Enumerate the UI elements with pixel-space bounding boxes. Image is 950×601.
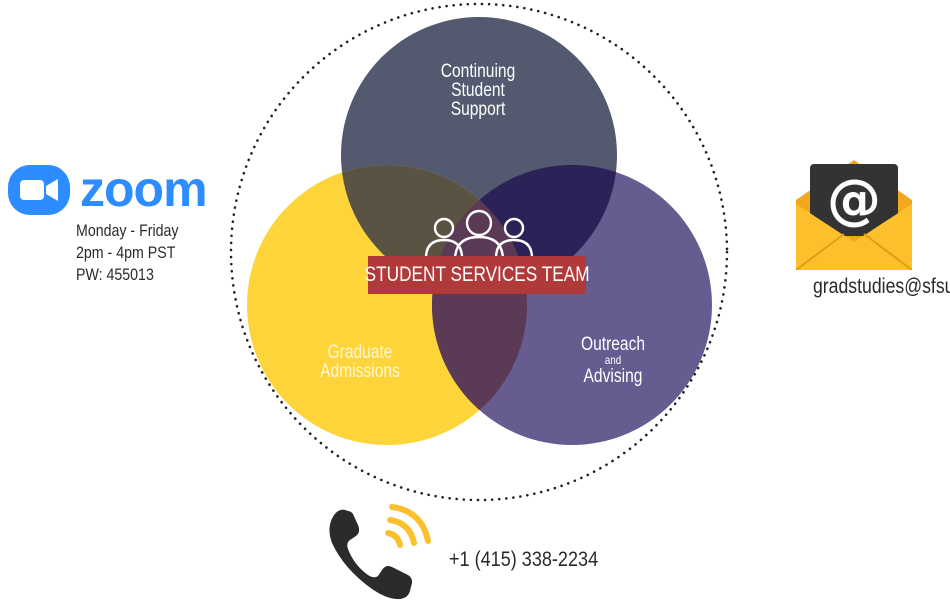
phone-number[interactable]: +1 (415) 338-2234: [449, 548, 599, 571]
zoom-password: PW: 455013: [76, 266, 154, 284]
svg-text:@: @: [827, 168, 881, 231]
zoom-days: Monday - Friday: [76, 222, 179, 240]
phone-handset-icon: [329, 504, 431, 600]
label-line: Support: [450, 99, 506, 120]
label-line: Advising: [583, 366, 643, 387]
zoom-schedule: Monday - Friday 2pm - 4pm PST PW: 455013: [76, 220, 179, 286]
zoom-contact-block: zoom Monday - Friday 2pm - 4pm PST PW: 4…: [8, 161, 228, 305]
label-line: Graduate: [327, 342, 393, 363]
zoom-wordmark: zoom: [80, 161, 208, 217]
label-continuing-student-support: Continuing Student Support: [429, 62, 527, 119]
envelope-at-icon: @: [796, 160, 912, 270]
label-line: Outreach: [580, 334, 646, 355]
video-camera-icon: [8, 165, 70, 215]
outer-dotted-ring: [229, 2, 729, 502]
label-outreach-advising: Outreach and Advising: [560, 335, 667, 386]
overlap-left-right: [432, 165, 527, 445]
label-line: and: [604, 353, 622, 367]
people-group-icon: [424, 209, 534, 260]
label-graduate-admissions: Graduate Admissions: [311, 343, 409, 381]
label-line: Admissions: [320, 361, 400, 382]
label-line: Student: [451, 80, 505, 101]
label-line: Continuing: [440, 61, 516, 82]
email-address[interactable]: gradstudies@sfsu.edu: [813, 275, 950, 298]
zoom-time: 2pm - 4pm PST: [76, 244, 176, 262]
student-services-team-banner: STUDENT SERVICES TEAM: [365, 256, 589, 294]
team-banner-label: STUDENT SERVICES TEAM: [364, 263, 590, 286]
